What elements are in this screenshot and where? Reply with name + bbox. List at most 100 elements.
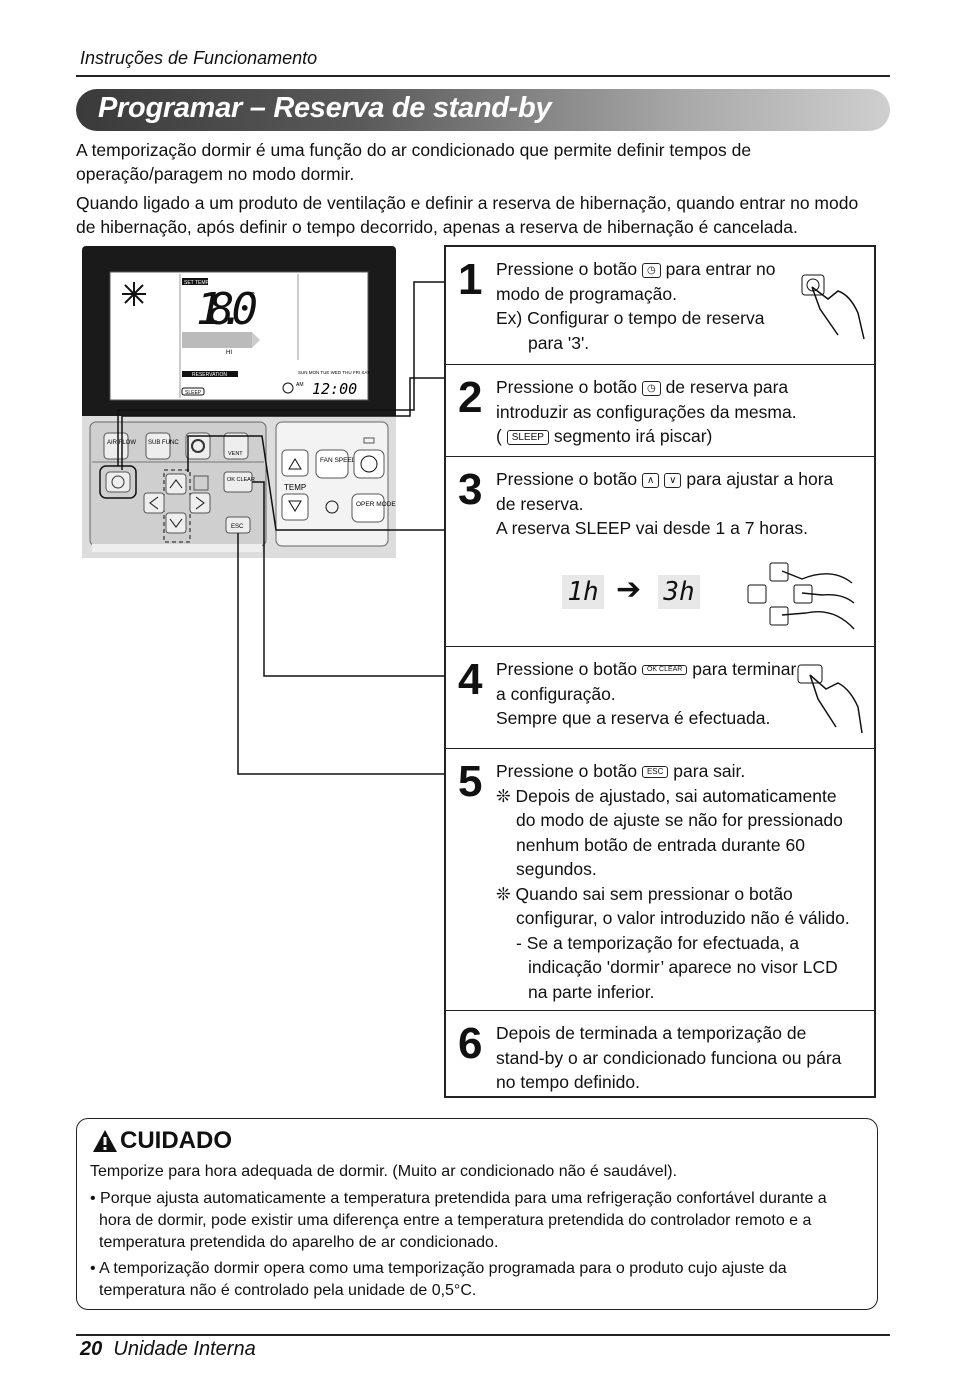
lcd-clock-icon	[282, 382, 294, 394]
step-line: Pressione o botão	[496, 259, 638, 279]
clock-key-icon: ◷	[641, 262, 661, 278]
page-number: 20	[80, 1338, 103, 1360]
step-line: no tempo definido.	[496, 1072, 640, 1092]
step-number: 3	[458, 465, 483, 514]
caution-line-5: • A temporização dormir opera como uma t…	[90, 1260, 787, 1277]
page-footer: 20 Unidade Interna	[80, 1338, 256, 1361]
leader-lines	[117, 281, 446, 775]
step-line: para terminar	[692, 659, 797, 679]
step-line: para ajustar a hora	[686, 469, 834, 489]
temp-label: TEMP	[284, 483, 306, 492]
step-line: (	[496, 426, 502, 446]
temp-down-button	[281, 493, 309, 521]
intro-line-4: de hibernação, após definir o tempo deco…	[76, 217, 798, 237]
display-from: 1h	[562, 575, 604, 609]
step-number: 1	[458, 255, 483, 304]
step-text: Pressione o botão ◷ para entrar no modo …	[496, 257, 776, 355]
hand-press-icon	[801, 274, 865, 340]
step-number: 4	[458, 655, 483, 704]
caution-line-4: temperatura pretendida do aparelho de ar…	[99, 1234, 499, 1251]
clock-icon	[111, 475, 125, 489]
step-text: Pressione o botão ◷ de reserva para intr…	[496, 375, 797, 449]
sleep-key: SLEEP	[506, 429, 549, 445]
step-text: Pressione o botão ∧ ∨ para ajustar a hor…	[496, 467, 833, 541]
step-line: na parte inferior.	[528, 981, 655, 1002]
caution-line-1: Temporize para hora adequada de dormir. …	[90, 1163, 678, 1180]
lcd-temp: 18.0	[196, 284, 258, 335]
step-2: 2 Pressione o botão ◷ de reserva para in…	[446, 365, 874, 457]
footer-label: Unidade Interna	[113, 1338, 256, 1360]
step-line: A reserva SLEEP vai desde 1 a 7 horas.	[496, 518, 808, 538]
power-button	[353, 449, 385, 479]
step-line: segundos.	[516, 859, 597, 879]
lcd-sleep: SLEEP	[185, 390, 202, 396]
step-number: 2	[458, 373, 483, 422]
fan-bar	[182, 332, 252, 348]
step-line: - Se a temporização for efectuada, a	[516, 932, 800, 953]
step-1: 1 Pressione o botão ◷ para entrar no mod…	[446, 247, 874, 365]
home-icon	[193, 475, 209, 491]
power-icon	[360, 455, 378, 473]
caution-box	[76, 1118, 878, 1310]
chevron-right-icon	[195, 496, 205, 510]
up-key-icon: ∧	[641, 472, 660, 488]
lcd-unit: °C	[246, 291, 255, 300]
step-line: de reserva.	[496, 493, 584, 514]
okclear-button: OK CLEAR	[227, 477, 255, 483]
chevron-down-icon	[169, 518, 183, 528]
opermode-button: OPER MODE	[356, 501, 396, 508]
lcd-clock: 12:00	[312, 380, 357, 398]
chevron-left-icon	[149, 496, 159, 510]
step-4: 4 Pressione o botão OK CLEAR para termin…	[446, 647, 874, 749]
warning-icon	[93, 1130, 117, 1152]
lcd-am: AM	[296, 382, 304, 388]
subfunc-button: SUB FUNC	[148, 440, 179, 446]
gear-icon	[191, 439, 205, 453]
clock-button	[105, 471, 131, 493]
step-line: a configuração.	[496, 683, 616, 704]
step-line: Depois de terminada a temporização de	[496, 1023, 807, 1043]
step-line: Ex) Configurar o tempo de reserva	[496, 308, 765, 328]
step-line: Pressione o botão	[496, 377, 638, 397]
right-button	[189, 492, 211, 514]
step-line: Pressione o botão	[496, 761, 638, 781]
step-line: modo de programação.	[496, 283, 677, 304]
lcd-days: SUN MON TUE WED THU FRI SAT	[298, 370, 370, 375]
remote-controller-diagram: SET TEMP 18.0 °C HI RESERVATION SLEEP SU…	[82, 246, 446, 775]
step-line: de reserva para	[665, 377, 789, 397]
lcd-fan-label: HI	[226, 350, 232, 356]
steps-box: 1 Pressione o botão ◷ para entrar no mod…	[444, 245, 876, 1098]
up-button	[165, 473, 187, 495]
fanspeed-button: FAN SPEED	[320, 457, 357, 464]
step-line: Pressione o botão	[496, 469, 638, 489]
gear-button	[185, 432, 211, 460]
set-temp-label: SET TEMP	[184, 280, 209, 286]
indicator-circle	[325, 500, 339, 514]
step-line: para entrar no	[665, 259, 776, 279]
okclear-key: OK CLEAR	[641, 665, 688, 676]
step-number: 6	[458, 1019, 483, 1068]
step-line: indicação 'dormir’ aparece no visor LCD	[528, 957, 838, 977]
intro-line-2: operação/paragem no modo dormir.	[76, 164, 355, 184]
step-5: 5 Pressione o botão ESC para sair. ❊ Dep…	[446, 749, 874, 1011]
asterisk-icon: ❊	[496, 785, 516, 806]
clock-key-icon: ◷	[641, 380, 661, 396]
step-line: para sair.	[673, 761, 746, 781]
title-bar	[76, 89, 890, 131]
header-rule	[76, 75, 890, 77]
step-line: Pressione o botão	[496, 659, 638, 679]
page-title: Programar – Reserva de stand-by	[98, 92, 552, 124]
down-button	[165, 512, 187, 534]
caution-line-3: hora de dormir, pode existir uma diferen…	[99, 1212, 812, 1229]
hand-press-icon	[797, 664, 863, 734]
footer-rule	[76, 1334, 890, 1336]
caution-title: CUIDADO	[120, 1127, 232, 1154]
step-line: introduzir as configurações da mesma.	[496, 401, 797, 422]
step-text: Pressione o botão ESC para sair. ❊ Depoi…	[496, 759, 850, 1004]
step-line: stand-by o ar condicionado funciona ou p…	[496, 1047, 842, 1068]
caution-line-6: temperatura não é controlado pela unidad…	[99, 1282, 477, 1299]
step-line: nenhum botão de entrada durante 60	[516, 834, 805, 855]
esc-key: ESC	[641, 766, 669, 779]
step-line: Quando sai sem pressionar o botão	[515, 883, 793, 904]
step-text: Depois de terminada a temporização de st…	[496, 1021, 841, 1095]
